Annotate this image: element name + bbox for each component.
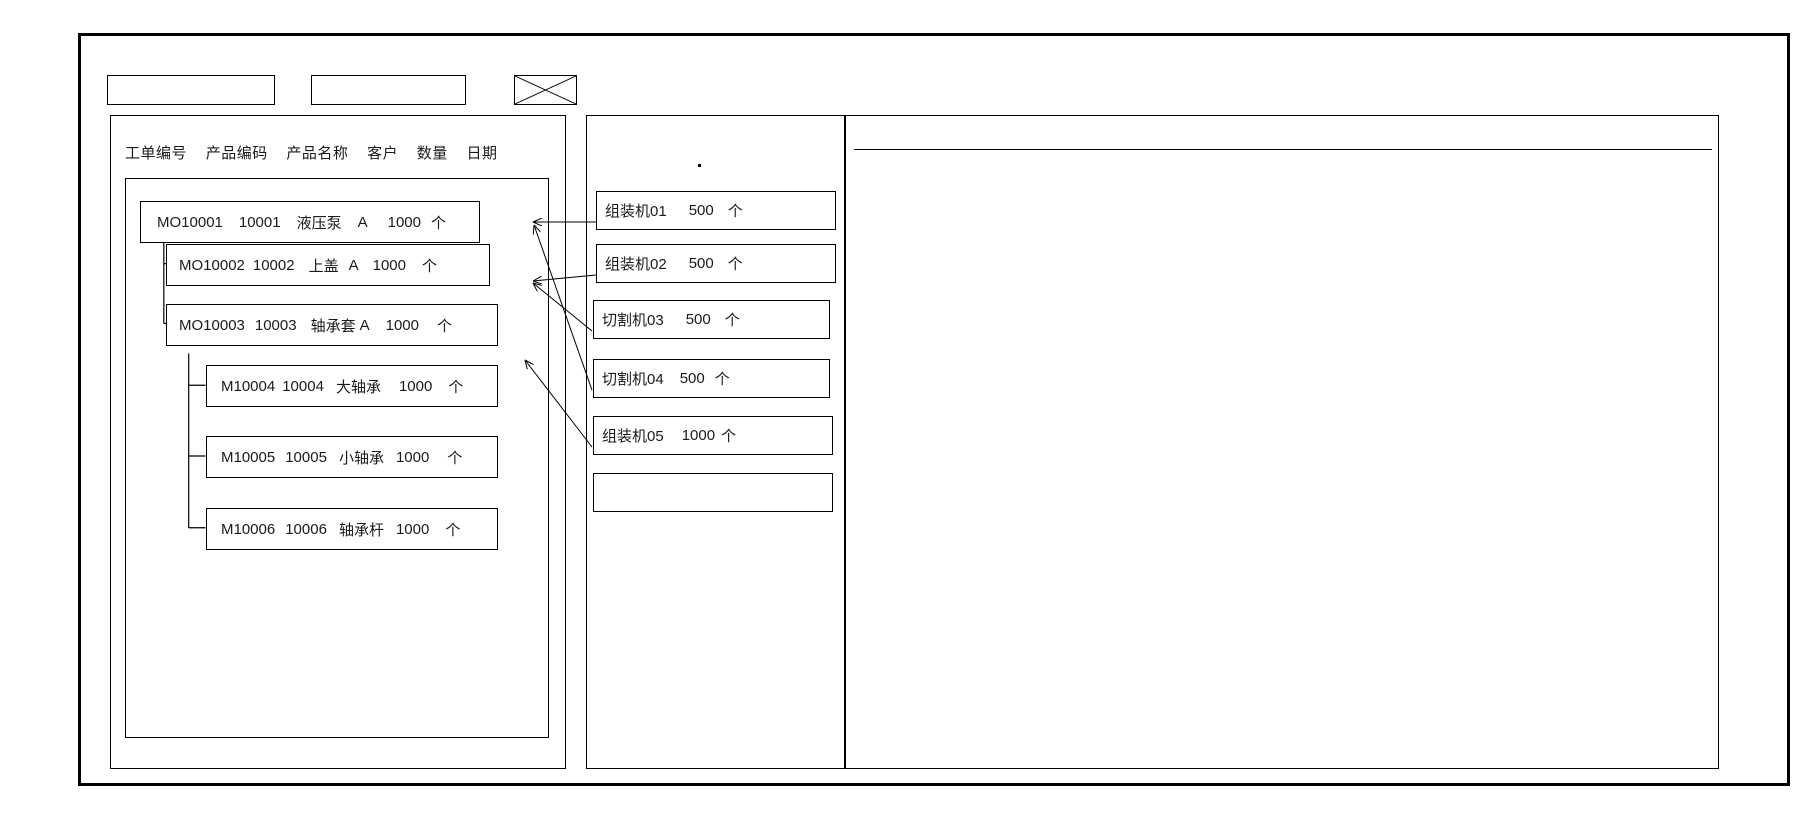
- cell-quantity: 1000: [398, 377, 433, 395]
- cell-unit: 个: [448, 378, 464, 396]
- machine-name: 组装机01: [605, 203, 667, 220]
- cell-quantity: 1000: [395, 448, 430, 466]
- operation-panel: 组装机01 500 个 组装机02 500 个 切割机03 500 个 切割机0…: [586, 115, 845, 769]
- machine-unit: 个: [727, 256, 743, 273]
- cell-customer: A: [348, 256, 359, 274]
- cell-work-order: M10004: [221, 377, 276, 395]
- cell-product-name: 上盖: [308, 257, 339, 275]
- cell-quantity: 1000: [395, 520, 430, 538]
- cell-customer: A: [357, 213, 368, 231]
- cell-unit: 个: [422, 257, 438, 275]
- cell-product-name: 轴承杆: [338, 521, 384, 539]
- work-order-tree: MO10001 10001 液压泵 A 1000 个 MO10002 10002…: [125, 178, 549, 738]
- cell-work-order: MO10001: [157, 213, 223, 231]
- crossed-box-icon[interactable]: [514, 75, 577, 105]
- table-row[interactable]: MO10001 10001 液压泵 A 1000 个: [140, 201, 480, 243]
- column-header-quantity: 数量: [416, 145, 448, 162]
- list-item[interactable]: 组装机02 500 个: [596, 244, 836, 283]
- machine-unit: 个: [714, 371, 730, 388]
- panel-marker-dot: [698, 164, 701, 167]
- column-header-product-code: 产品编码: [205, 145, 268, 162]
- cell-quantity: 1000: [385, 316, 419, 334]
- machine-quantity: 500: [688, 202, 714, 219]
- cell-product-code: 10002: [252, 256, 295, 274]
- cell-unit: 个: [437, 317, 453, 335]
- cell-product-code: 10006: [285, 520, 327, 538]
- cell-product-name: 大轴承: [335, 378, 381, 396]
- machine-quantity: 500: [688, 255, 714, 272]
- toolbar-field-1[interactable]: [107, 75, 275, 105]
- machine-name: 组装机05: [602, 428, 664, 445]
- cell-unit: 个: [445, 521, 461, 539]
- cell-product-name: 小轴承: [338, 449, 384, 467]
- table-row[interactable]: MO10002 10002 上盖 A 1000 个: [166, 244, 490, 286]
- work-order-panel: 工单编号 产品编码 产品名称 客户 数量 日期 MO10001: [110, 115, 566, 769]
- cell-work-order: M10006: [221, 520, 276, 538]
- cell-product-code: 10003: [254, 316, 297, 334]
- table-row[interactable]: M10006 10006 轴承杆 1000 个: [206, 508, 498, 550]
- column-header-work-order: 工单编号: [125, 145, 188, 162]
- column-header-date: 日期: [466, 145, 498, 162]
- cell-work-order: MO10002: [179, 256, 245, 274]
- cell-unit: 个: [431, 214, 447, 232]
- cell-unit: 个: [447, 449, 463, 467]
- cell-work-order: MO10003: [179, 316, 245, 334]
- list-item[interactable]: 切割机04 500 个: [593, 359, 830, 398]
- column-header-product-name: 产品名称: [286, 145, 349, 162]
- cell-work-order: M10005: [221, 448, 276, 466]
- machine-quantity: 500: [685, 311, 711, 328]
- cell-quantity: 1000: [372, 256, 406, 274]
- machine-quantity: 1000: [681, 427, 716, 444]
- machine-name: 切割机04: [602, 371, 664, 388]
- cell-product-name: 轴承套: [310, 317, 356, 335]
- machine-name: 组装机02: [605, 256, 667, 273]
- machine-unit: 个: [727, 203, 743, 220]
- table-row[interactable]: M10004 10004 大轴承 1000 个: [206, 365, 498, 407]
- list-item-empty[interactable]: [593, 473, 833, 512]
- detail-grid-panel: [845, 115, 1719, 769]
- list-item[interactable]: 组装机01 500 个: [596, 191, 836, 230]
- cell-customer: A: [359, 316, 370, 334]
- machine-quantity: 500: [679, 370, 705, 387]
- grid-header-divider: [854, 149, 1712, 150]
- cell-product-code: 10004: [282, 377, 324, 395]
- cell-product-name: 液压泵: [296, 214, 342, 232]
- machine-unit: 个: [721, 428, 737, 445]
- grid-body[interactable]: [854, 150, 1712, 760]
- machine-unit: 个: [724, 312, 740, 329]
- table-row[interactable]: M10005 10005 小轴承 1000 个: [206, 436, 498, 478]
- cell-quantity: 1000: [387, 213, 421, 231]
- toolbar-field-2[interactable]: [311, 75, 466, 105]
- list-item[interactable]: 切割机03 500 个: [593, 300, 830, 339]
- machine-name: 切割机03: [602, 312, 664, 329]
- list-item[interactable]: 组装机05 1000 个: [593, 416, 833, 455]
- cell-product-code: 10005: [285, 448, 327, 466]
- cell-product-code: 10001: [238, 213, 281, 231]
- work-order-column-headers: 工单编号 产品编码 产品名称 客户 数量 日期: [125, 142, 497, 163]
- column-header-customer: 客户: [367, 145, 399, 162]
- table-row[interactable]: MO10003 10003 轴承套 A 1000 个: [166, 304, 498, 346]
